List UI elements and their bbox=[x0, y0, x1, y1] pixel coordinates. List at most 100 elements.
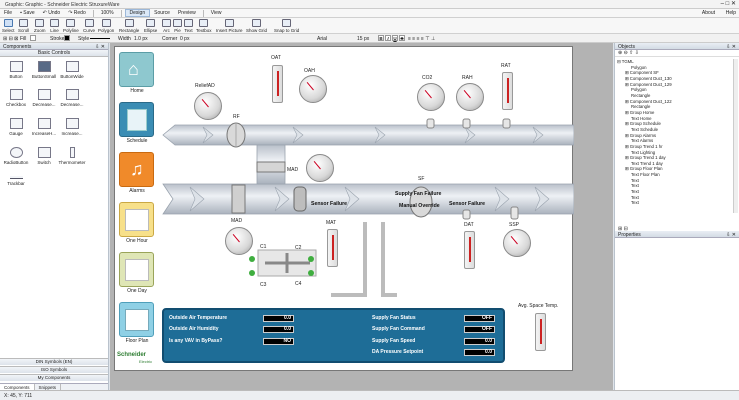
avg-space-temp-thermometer[interactable] bbox=[535, 313, 546, 351]
component-button-small[interactable]: ButtonSmall bbox=[29, 61, 59, 79]
ellipse-tool[interactable]: Ellipse bbox=[144, 19, 157, 33]
tree-item[interactable]: Rectangle bbox=[617, 104, 731, 110]
italic-button[interactable]: I bbox=[385, 35, 391, 41]
iso-symbols-group[interactable]: ISO Symbols bbox=[0, 366, 108, 373]
pin-close-icon[interactable]: ⇩ ✕ bbox=[726, 44, 736, 50]
undo-button[interactable]: ↶ Undo bbox=[39, 9, 65, 17]
zoom-tool[interactable]: Zoom bbox=[34, 19, 46, 33]
co2-gauge[interactable] bbox=[417, 83, 445, 111]
align-buttons[interactable]: ≡ ≡ ≡ ≡ ⊤ ⊥ bbox=[408, 35, 436, 42]
sf-command-value[interactable]: OFF bbox=[464, 326, 495, 333]
strike-button[interactable]: S bbox=[399, 35, 405, 41]
component-button-wide[interactable]: ButtonWide bbox=[57, 61, 87, 79]
component-button[interactable]: Button bbox=[1, 61, 31, 79]
redo-button[interactable]: ↷ Redo bbox=[64, 9, 90, 17]
one-hour-button[interactable] bbox=[119, 202, 154, 237]
corner-input[interactable]: 0 px bbox=[180, 35, 190, 42]
supply-fan[interactable] bbox=[409, 186, 433, 218]
properties-toolbar[interactable]: ⊞ ⊟ bbox=[618, 226, 628, 232]
component-increase[interactable]: Increase... bbox=[57, 118, 87, 136]
my-components-group[interactable]: My Components bbox=[0, 374, 108, 381]
component-gauge[interactable]: Gauge bbox=[1, 118, 31, 136]
text-tool[interactable]: Text bbox=[184, 19, 193, 33]
dat-thermometer[interactable] bbox=[464, 231, 475, 269]
one-day-button[interactable] bbox=[119, 252, 154, 287]
polygon-tool[interactable]: Polygon bbox=[98, 19, 114, 33]
tree-item[interactable]: Text Trend 1 day bbox=[617, 161, 731, 167]
textbox-tool[interactable]: Textbox bbox=[196, 19, 212, 33]
rah-gauge[interactable] bbox=[456, 83, 484, 111]
show-grid-toggle[interactable]: Show Grid bbox=[246, 19, 267, 33]
tree-item[interactable]: ⊟ TGML bbox=[617, 59, 634, 64]
scroll-tool[interactable]: Scroll bbox=[18, 19, 29, 33]
tree-item[interactable]: Text Alarms bbox=[617, 138, 731, 144]
pin-close-icon[interactable]: ⇩ ✕ bbox=[726, 232, 736, 238]
schedule-button[interactable] bbox=[119, 102, 154, 137]
mad-top-gauge[interactable] bbox=[306, 154, 334, 182]
component-switch[interactable]: Switch bbox=[29, 147, 59, 165]
home-button[interactable]: ⌂ bbox=[119, 52, 154, 87]
fill-color-picker[interactable] bbox=[30, 35, 36, 41]
about-link[interactable]: About bbox=[701, 10, 715, 16]
tree-item[interactable]: ⊞ Group Trend 1 hr bbox=[625, 143, 663, 149]
zoom-select[interactable]: 100% bbox=[100, 10, 114, 16]
line-tool[interactable]: Line bbox=[50, 19, 59, 33]
preview-tab[interactable]: Preview bbox=[177, 10, 196, 16]
tree-item[interactable]: ⊞ Group Floor Plan bbox=[625, 166, 663, 172]
tree-item[interactable]: Text bbox=[617, 178, 731, 184]
alarms-button[interactable]: ♫ bbox=[119, 152, 154, 187]
design-tab[interactable]: Design bbox=[124, 9, 151, 17]
component-thermometer[interactable]: Thermometer bbox=[57, 147, 87, 165]
din-symbols-group[interactable]: DIN Symbols (EN) bbox=[0, 358, 108, 365]
ssp-gauge[interactable] bbox=[503, 229, 531, 257]
tree-item[interactable]: Text Floor Plan bbox=[617, 172, 731, 178]
underline-button[interactable]: U bbox=[392, 35, 398, 41]
floor-plan-button[interactable] bbox=[119, 302, 154, 337]
tree-item[interactable]: Rectangle bbox=[617, 93, 731, 99]
snap-to-grid-toggle[interactable]: Snap to Grid bbox=[274, 19, 299, 33]
objects-scrollbar[interactable] bbox=[733, 59, 738, 213]
pie-tool[interactable]: Pie bbox=[173, 19, 182, 33]
mat-thermometer[interactable] bbox=[327, 229, 338, 267]
mad-bottom-gauge[interactable] bbox=[225, 227, 253, 255]
oah-gauge[interactable] bbox=[299, 75, 327, 103]
help-link[interactable]: Help bbox=[725, 10, 736, 16]
arc-tool[interactable]: Arc bbox=[162, 19, 171, 33]
view-menu[interactable]: View bbox=[210, 10, 222, 16]
tree-item[interactable]: Text Home bbox=[617, 116, 731, 122]
tree-item[interactable]: Text Schedule bbox=[617, 127, 731, 133]
oat-thermometer[interactable] bbox=[272, 65, 283, 103]
polyline-tool[interactable]: Polyline bbox=[63, 19, 79, 33]
tree-item[interactable]: Text bbox=[617, 189, 731, 195]
tree-item[interactable]: Text bbox=[617, 183, 731, 189]
file-menu[interactable]: File bbox=[4, 10, 13, 16]
relief-ad-gauge[interactable] bbox=[194, 92, 222, 120]
tree-item[interactable]: Text bbox=[617, 195, 731, 201]
pin-close-icon[interactable]: ⇩ ✕ bbox=[95, 44, 105, 50]
align-icons[interactable]: ⊞ ⊟ ⊠ bbox=[3, 35, 19, 42]
window-controls[interactable]: – □ ✕ bbox=[720, 1, 736, 7]
tree-item[interactable]: ⊞ Component Duct_130 bbox=[625, 75, 672, 81]
basic-controls-group[interactable]: Basic Controls bbox=[0, 50, 108, 57]
tree-item[interactable]: ⊞ Component SF bbox=[625, 70, 659, 76]
component-increase-h[interactable]: IncreaseH... bbox=[29, 118, 59, 136]
rectangle-tool[interactable]: Rectangle bbox=[119, 19, 139, 33]
tree-item[interactable]: ⊞ Group Alarms bbox=[625, 132, 657, 138]
component-decrease-2[interactable]: Decrease... bbox=[57, 89, 87, 107]
component-checkbox[interactable]: Checkbox bbox=[1, 89, 31, 107]
tree-item[interactable]: ⊞ Component Duct_122 bbox=[625, 98, 672, 104]
width-input[interactable]: 1.0 px bbox=[134, 35, 148, 42]
component-decrease[interactable]: Decrease... bbox=[29, 89, 59, 107]
component-radiobutton[interactable]: RadioButton bbox=[1, 147, 31, 165]
tab-components[interactable]: Components bbox=[0, 384, 35, 390]
rat-thermometer[interactable] bbox=[502, 72, 513, 110]
curve-tool[interactable]: Curve bbox=[83, 19, 95, 33]
mixing-damper[interactable] bbox=[256, 161, 286, 173]
source-tab[interactable]: Source bbox=[154, 10, 170, 16]
tree-item[interactable]: Text Lighting bbox=[617, 150, 731, 156]
graphic-canvas[interactable]: ⌂ Home Schedule ♫ Alarms One Hour One Da… bbox=[114, 46, 574, 371]
tab-snippets[interactable]: Snippets bbox=[35, 384, 62, 390]
save-button[interactable]: ▪ Save bbox=[16, 9, 39, 17]
select-tool[interactable]: Select bbox=[2, 19, 15, 33]
stroke-color-picker[interactable] bbox=[64, 35, 70, 41]
